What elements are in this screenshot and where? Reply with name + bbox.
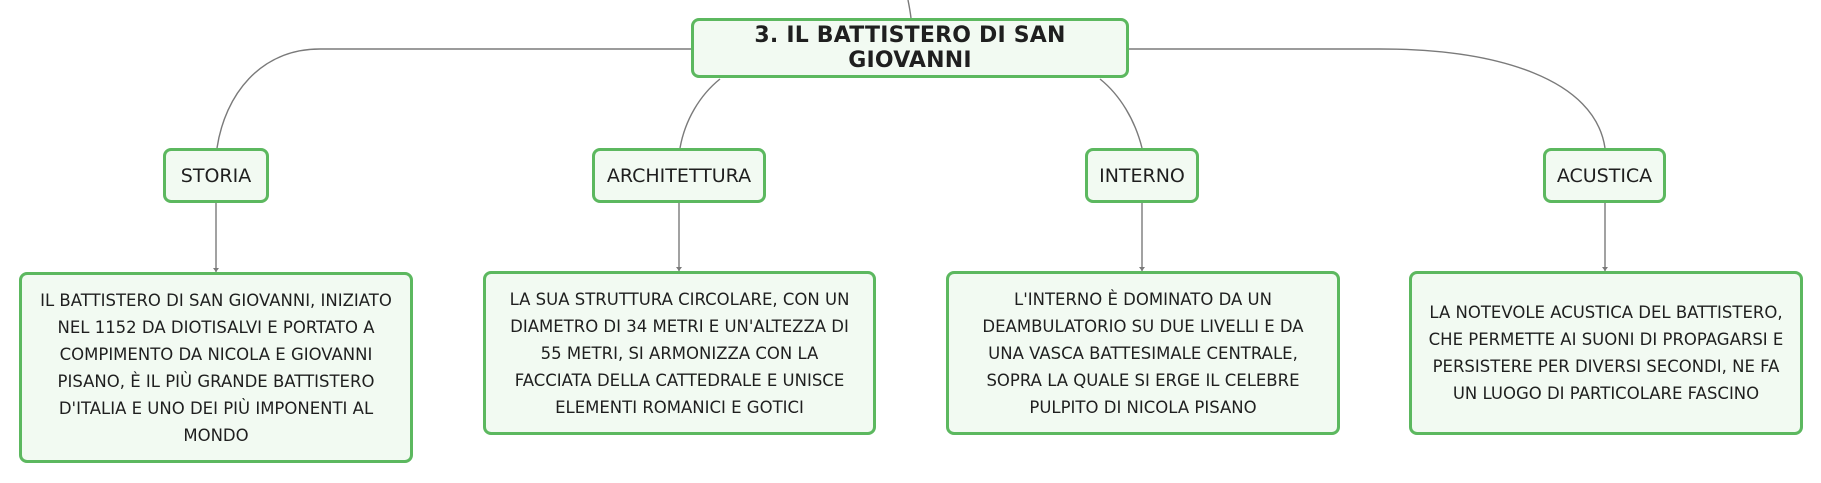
arrowhead-architettura xyxy=(676,267,682,271)
branch-node-acustica[interactable]: ACUSTICA xyxy=(1543,148,1666,203)
detail-text-architettura: LA SUA STRUTTURA CIRCOLARE, CON UN DIAME… xyxy=(509,289,850,417)
detail-node-interno[interactable]: L'INTERNO È DOMINATO DA UN DEAMBULATORIO… xyxy=(946,271,1340,435)
arrowhead-interno xyxy=(1139,267,1145,271)
arrowhead-storia xyxy=(213,268,219,272)
connector-parent-to-root xyxy=(907,0,912,19)
connector-root-to-acustica xyxy=(1129,48,1606,149)
detail-node-storia[interactable]: IL BATTISTERO DI SAN GIOVANNI, INIZIATO … xyxy=(19,272,413,463)
branch-label-acustica: ACUSTICA xyxy=(1556,164,1653,187)
connector-root-to-storia xyxy=(216,48,691,149)
connector-root-to-architettura xyxy=(679,78,721,149)
branch-node-architettura[interactable]: ARCHITETTURA xyxy=(592,148,766,203)
detail-text-acustica: LA NOTEVOLE ACUSTICA DEL BATTISTERO, CHE… xyxy=(1428,303,1784,403)
detail-text-interno: L'INTERNO È DOMINATO DA UN DEAMBULATORIO… xyxy=(982,289,1304,417)
detail-node-architettura[interactable]: LA SUA STRUTTURA CIRCOLARE, CON UN DIAME… xyxy=(483,271,876,435)
branch-label-architettura: ARCHITETTURA xyxy=(606,164,752,187)
root-node[interactable]: 3. IL BATTISTERO DI SAN GIOVANNI xyxy=(691,18,1129,78)
root-title: 3. IL BATTISTERO DI SAN GIOVANNI xyxy=(754,23,1066,73)
detail-text-storia: IL BATTISTERO DI SAN GIOVANNI, INIZIATO … xyxy=(40,290,392,445)
branch-node-storia[interactable]: STORIA xyxy=(163,148,269,203)
detail-node-acustica[interactable]: LA NOTEVOLE ACUSTICA DEL BATTISTERO, CHE… xyxy=(1409,271,1803,435)
branch-label-interno: INTERNO xyxy=(1099,164,1185,187)
branch-node-interno[interactable]: INTERNO xyxy=(1085,148,1199,203)
connector-root-to-interno xyxy=(1099,78,1143,149)
arrowhead-acustica xyxy=(1602,267,1608,271)
branch-label-storia: STORIA xyxy=(180,164,252,187)
